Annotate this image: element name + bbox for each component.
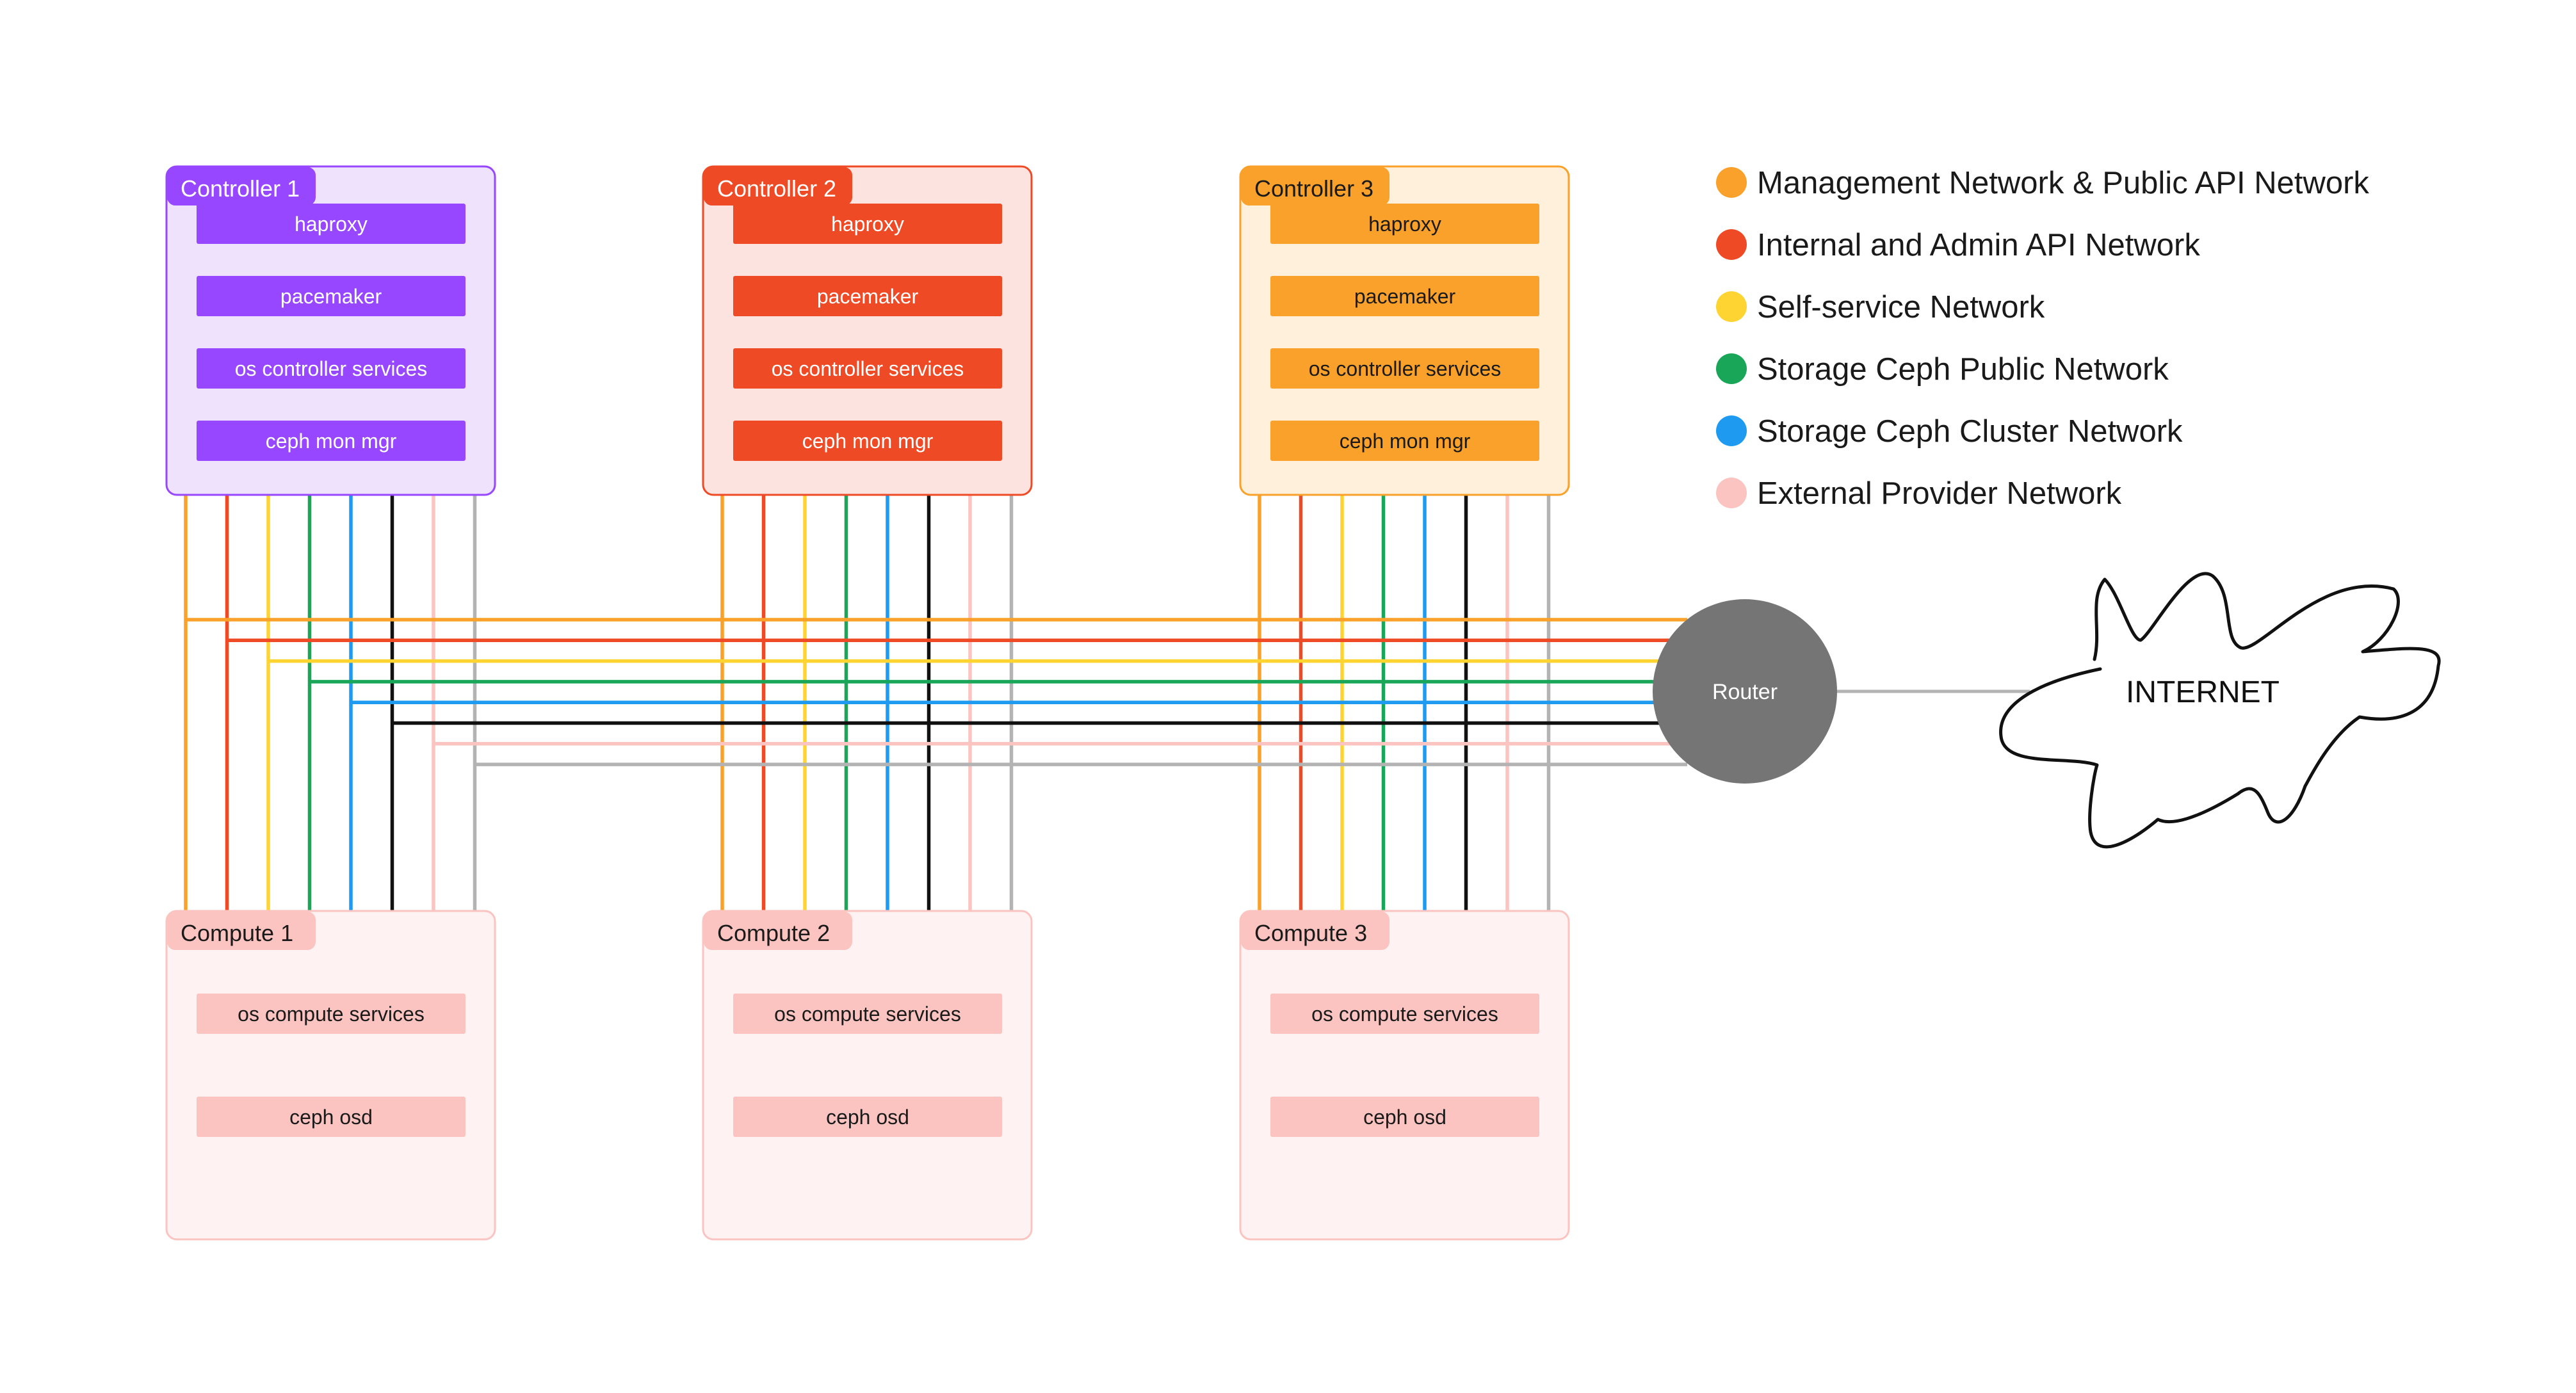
service-label: haproxy	[1368, 213, 1441, 236]
compute-node: Compute 2 os compute services ceph osd	[702, 910, 1033, 1241]
network-bus-lines	[184, 495, 1687, 911]
service-pill	[1270, 204, 1539, 244]
compute-box	[1239, 910, 1570, 1241]
controller-box	[1239, 165, 1570, 496]
service-label: ceph mon mgr	[1340, 430, 1471, 453]
service-pill	[1270, 348, 1539, 389]
controller-box	[165, 165, 496, 496]
legend-item: Storage Ceph Cluster Network	[1716, 414, 2183, 449]
service-label: ceph osd	[1363, 1106, 1446, 1129]
controller-node: Controller 3 haproxy pacemaker os controlle…	[1239, 165, 1570, 496]
service-pill	[197, 276, 466, 316]
service-pill	[1270, 994, 1539, 1034]
legend-label: Management Network & Public API Network	[1757, 166, 2369, 200]
controller-node: Controller 1 haproxy pacemaker os controlle…	[165, 165, 496, 496]
service-label: os controller services	[235, 357, 428, 380]
legend-label: External Provider Network	[1757, 476, 2122, 511]
router-label: Router	[1712, 680, 1778, 704]
internet-label: INTERNET	[2126, 675, 2280, 709]
service-pill	[733, 348, 1002, 389]
service-pill	[733, 276, 1002, 316]
legend-item: Storage Ceph Public Network	[1716, 352, 2169, 387]
controller-title: Controller 1	[181, 175, 300, 202]
legend-item: Self-service Network	[1716, 290, 2045, 325]
service-pill	[197, 348, 466, 389]
service-label: ceph mon mgr	[266, 430, 397, 453]
service-pill	[733, 204, 1002, 244]
compute-title-tab	[704, 912, 852, 950]
service-pill	[1270, 421, 1539, 461]
compute-title-tab	[167, 912, 316, 950]
legend-label: Storage Ceph Public Network	[1757, 352, 2169, 387]
service-label: os compute services	[238, 1002, 425, 1026]
service-pill	[733, 421, 1002, 461]
legend-swatch-icon	[1716, 478, 1747, 508]
service-pill	[197, 204, 466, 244]
legend-label: Self-service Network	[1757, 290, 2045, 325]
compute-box	[165, 910, 496, 1241]
router-group: Router INTERNET	[1653, 572, 2441, 849]
nodes: Controller 1 haproxy pacemaker os controlle…	[165, 165, 1570, 1241]
legend-item: Internal and Admin API Network	[1716, 228, 2200, 262]
legend-label: Storage Ceph Cluster Network	[1757, 414, 2183, 449]
compute-title-tab	[1241, 912, 1389, 950]
legend-item: External Provider Network	[1716, 476, 2122, 511]
service-pill	[733, 1097, 1002, 1137]
service-pill	[1270, 276, 1539, 316]
service-pill	[1270, 1097, 1539, 1137]
compute-node: Compute 1 os compute services ceph osd	[165, 910, 496, 1241]
service-label: pacemaker	[817, 285, 919, 308]
legend-swatch-icon	[1716, 353, 1747, 384]
service-label: pacemaker	[280, 285, 382, 308]
service-pill	[197, 1097, 466, 1137]
service-label: ceph osd	[289, 1106, 373, 1129]
service-pill	[197, 994, 466, 1034]
legend: Management Network & Public API NetworkI…	[1716, 166, 2369, 511]
legend-item: Management Network & Public API Network	[1716, 166, 2369, 200]
service-label: os compute services	[774, 1002, 961, 1026]
compute-node: Compute 3 os compute services ceph osd	[1239, 910, 1570, 1241]
service-label: pacemaker	[1354, 285, 1456, 308]
controller-title: Controller 3	[1254, 175, 1373, 202]
service-label: ceph osd	[826, 1106, 909, 1129]
service-pill	[197, 421, 466, 461]
legend-swatch-icon	[1716, 291, 1747, 322]
compute-box	[702, 910, 1033, 1241]
controller-node: Controller 2 haproxy pacemaker os controlle…	[702, 165, 1033, 496]
service-label: os controller services	[772, 357, 964, 380]
service-label: haproxy	[295, 213, 368, 236]
compute-title: Compute 2	[717, 920, 830, 946]
compute-title: Compute 1	[181, 920, 293, 946]
service-label: ceph mon mgr	[802, 430, 934, 453]
controller-box	[702, 165, 1033, 496]
internet-cloud-icon	[1999, 572, 2441, 849]
service-label: os controller services	[1309, 357, 1502, 380]
legend-swatch-icon	[1716, 229, 1747, 260]
service-pill	[733, 994, 1002, 1034]
legend-label: Internal and Admin API Network	[1757, 228, 2200, 262]
legend-swatch-icon	[1716, 167, 1747, 198]
legend-swatch-icon	[1716, 415, 1747, 446]
service-label: haproxy	[831, 213, 904, 236]
compute-title: Compute 3	[1254, 920, 1367, 946]
service-label: os compute services	[1311, 1002, 1498, 1026]
controller-title: Controller 2	[717, 175, 836, 202]
router-icon	[1653, 599, 1837, 784]
